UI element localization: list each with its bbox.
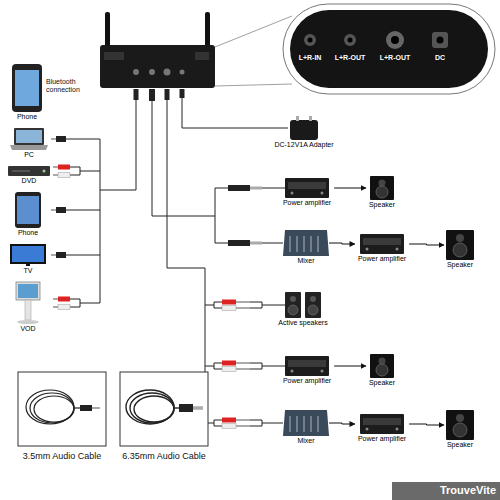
zoom-leader	[215, 16, 292, 86]
output-plugs	[222, 185, 262, 429]
caption-group: DVD	[21, 177, 38, 185]
speaker: Speaker	[366, 176, 398, 210]
kiosk-icon	[16, 282, 40, 324]
mixer: Mixer	[283, 230, 329, 266]
jack-label: L+R-OUT	[380, 54, 411, 62]
device-label: DVD	[21, 177, 38, 185]
caption-group: Speaker	[368, 379, 396, 387]
phone-icon	[12, 64, 42, 112]
signal-arrow	[409, 244, 444, 245]
caption-group: VOD	[19, 325, 36, 333]
mixer-icon	[283, 230, 329, 436]
phone-device: Phone	[15, 192, 41, 238]
caption-group: Mixer	[296, 437, 315, 445]
phone-device: Phone	[12, 64, 42, 122]
device-label: Speaker	[446, 261, 474, 269]
caption-group: Power amplifier	[357, 255, 407, 263]
power-amplifier: Power amplifier	[280, 178, 334, 208]
jack-label: L+R-IN	[299, 54, 322, 62]
adapter-icon	[290, 116, 318, 140]
speaker-icon	[370, 176, 474, 440]
caption-group: Mixer	[296, 257, 315, 265]
device-label: Phone	[16, 113, 38, 121]
device-label: Power amplifier	[357, 435, 407, 443]
device-label: Speaker	[368, 201, 396, 209]
cable-sample-635	[120, 372, 208, 446]
caption-group: Power amplifier	[282, 377, 332, 385]
dvd-icon	[8, 166, 50, 176]
signal-arrow	[334, 366, 366, 367]
wireless-receiver	[100, 12, 215, 88]
signal-arrow	[329, 243, 355, 244]
device-label: Mixer	[296, 437, 315, 445]
signal-arrow	[334, 188, 366, 189]
device-label: PC	[23, 151, 35, 159]
phone-icon	[15, 192, 41, 228]
device-label: Speaker	[368, 379, 396, 387]
rear-panel-zoom	[283, 4, 495, 94]
caption-group: Power amplifier	[282, 199, 332, 207]
device-label: Phone	[17, 229, 39, 237]
device-label: Mixer	[296, 257, 315, 265]
device-label: VOD	[19, 325, 36, 333]
device-label: Active speakers	[277, 319, 328, 327]
power-amplifier: Power amplifier	[355, 234, 409, 264]
caption-group: Phone	[16, 113, 38, 121]
power-amplifier: Power amplifier	[280, 356, 334, 386]
caption-group: TV	[23, 267, 34, 275]
jack-label: L+R-OUT	[335, 54, 366, 62]
device-label: DC-12V1A Adapter	[273, 141, 334, 149]
legend-label: 6.35mm Audio Cable	[122, 451, 206, 462]
vod-device: VOD	[14, 282, 42, 334]
device-label: Speaker	[446, 441, 474, 449]
caption-group: Active speakers	[277, 319, 328, 327]
caption-group: Speaker	[368, 201, 396, 209]
signal-arrow	[329, 423, 355, 424]
watermark: TrouveVite	[440, 484, 496, 497]
speaker: Speaker	[366, 354, 398, 388]
jack-label: DC	[435, 54, 445, 62]
dvd-device: DVD	[8, 166, 50, 186]
speaker: Speaker	[444, 230, 476, 270]
caption-group: Speaker	[446, 261, 474, 269]
laptop-icon	[10, 128, 48, 150]
amplifier-icon	[285, 178, 404, 434]
tv-icon	[10, 244, 46, 266]
cable-sample-35	[18, 372, 106, 446]
device-label: Power amplifier	[282, 377, 332, 385]
caption-group: Speaker	[446, 441, 474, 449]
caption-group: DC-12V1A Adapter	[273, 141, 334, 149]
speaker: Speaker	[444, 410, 476, 450]
device-label: TV	[23, 267, 34, 275]
connection-note: Bluetooth connection	[46, 78, 98, 94]
pc-device: PC	[10, 128, 48, 160]
caption-group: PC	[23, 151, 35, 159]
caption-group: Power amplifier	[357, 435, 407, 443]
active-speakers: Active speakers	[275, 292, 330, 328]
mixer: Mixer	[283, 410, 329, 446]
active-speaker-icon	[285, 292, 321, 318]
watermark-bar	[392, 482, 500, 500]
caption-group: Phone	[17, 229, 39, 237]
device-label: Power amplifier	[282, 199, 332, 207]
source-plugs	[51, 136, 70, 310]
tv-device: TV	[10, 244, 46, 276]
signal-arrow	[409, 424, 444, 425]
device-label: Power amplifier	[357, 255, 407, 263]
power-amplifier: Power amplifier	[355, 414, 409, 444]
legend-label: 3.5mm Audio Cable	[23, 451, 102, 462]
receiver-plugs	[134, 89, 185, 101]
power-adapter: DC-12V1A Adapter	[271, 118, 336, 150]
